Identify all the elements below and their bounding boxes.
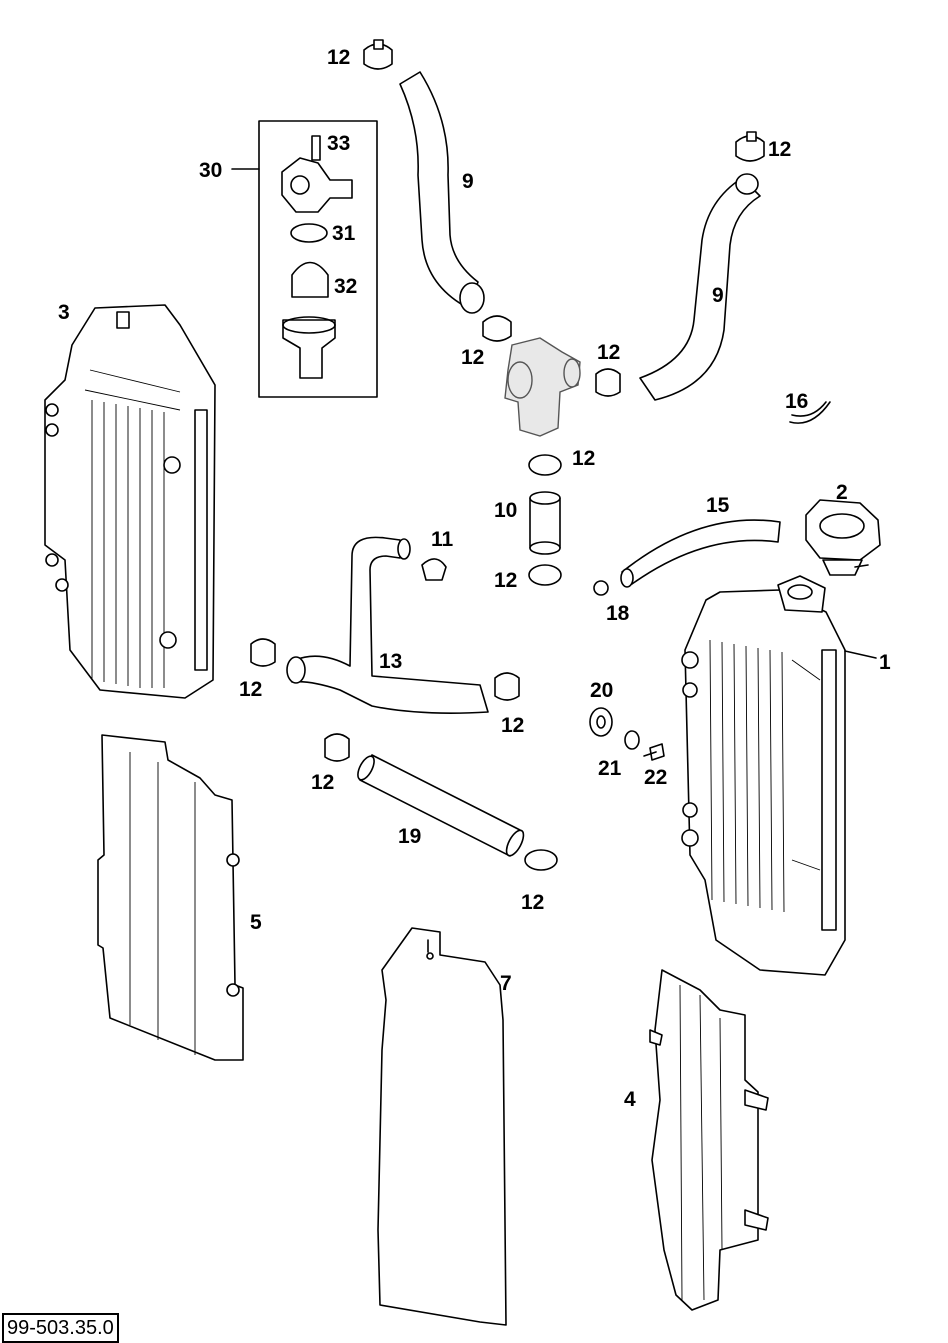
thermostat-kit-box <box>231 120 378 398</box>
callout-12: 12 <box>572 447 595 470</box>
callout-4: 4 <box>624 1088 636 1111</box>
hose-15 <box>620 519 781 588</box>
clamps-12 <box>250 315 621 871</box>
callout-19: 19 <box>398 825 421 848</box>
radiator-guard-5 <box>97 734 244 1061</box>
clamp-11 <box>421 558 447 581</box>
callout-18: 18 <box>606 602 630 625</box>
callout-labels: 12 9 12 9 33 30 31 32 3 12 12 16 12 2 15… <box>58 46 891 1111</box>
thermostat-housing <box>282 319 336 379</box>
callout-9: 9 <box>712 284 724 307</box>
grommet-20 <box>589 707 613 737</box>
hose-13 <box>286 536 489 714</box>
callout-21: 21 <box>598 757 622 780</box>
callout-11: 11 <box>431 528 454 551</box>
hose-19 <box>357 754 525 857</box>
callout-13: 13 <box>379 650 402 673</box>
callout-12: 12 <box>494 569 517 592</box>
screw-33 <box>311 135 321 161</box>
callout-20: 20 <box>590 679 613 702</box>
callout-30: 30 <box>199 159 222 182</box>
callout-16: 16 <box>785 390 808 413</box>
callout-1: 1 <box>879 651 891 674</box>
clip-16 <box>789 401 831 424</box>
frame-guard-4 <box>649 969 769 1311</box>
callout-5: 5 <box>250 911 262 934</box>
screw-22 <box>643 743 665 761</box>
callout-22: 22 <box>644 766 667 789</box>
callout-32: 32 <box>334 275 357 298</box>
hose-clamp-top <box>363 39 393 70</box>
thermostat-32 <box>291 261 329 298</box>
water-pump <box>504 337 581 437</box>
hose-9-left <box>363 39 485 314</box>
panel-7 <box>377 927 507 1326</box>
callout-12: 12 <box>239 678 262 701</box>
callout-7: 7 <box>500 972 512 995</box>
callout-12: 12 <box>521 891 544 914</box>
radiator-cap <box>805 499 881 576</box>
left-radiator <box>44 304 216 699</box>
right-radiator <box>681 575 877 976</box>
drawing-reference-code: 99-503.35.0 <box>2 1313 119 1343</box>
thermostat-cover <box>281 157 353 213</box>
washer-21 <box>624 730 640 750</box>
nipple-18 <box>593 580 609 596</box>
callout-12: 12 <box>311 771 334 794</box>
hose-10 <box>529 491 561 555</box>
hose-9-right <box>639 131 765 401</box>
callout-12: 12 <box>501 714 524 737</box>
callout-3: 3 <box>58 301 70 324</box>
callout-12: 12 <box>768 138 791 161</box>
callout-12: 12 <box>461 346 484 369</box>
callout-15: 15 <box>706 494 730 517</box>
callout-33: 33 <box>327 132 350 155</box>
callout-2: 2 <box>836 481 848 504</box>
callout-31: 31 <box>332 222 356 245</box>
o-ring-31 <box>290 223 328 243</box>
callout-10: 10 <box>494 499 517 522</box>
callout-12: 12 <box>327 46 350 69</box>
callout-12: 12 <box>597 341 620 364</box>
callout-9: 9 <box>462 170 474 193</box>
